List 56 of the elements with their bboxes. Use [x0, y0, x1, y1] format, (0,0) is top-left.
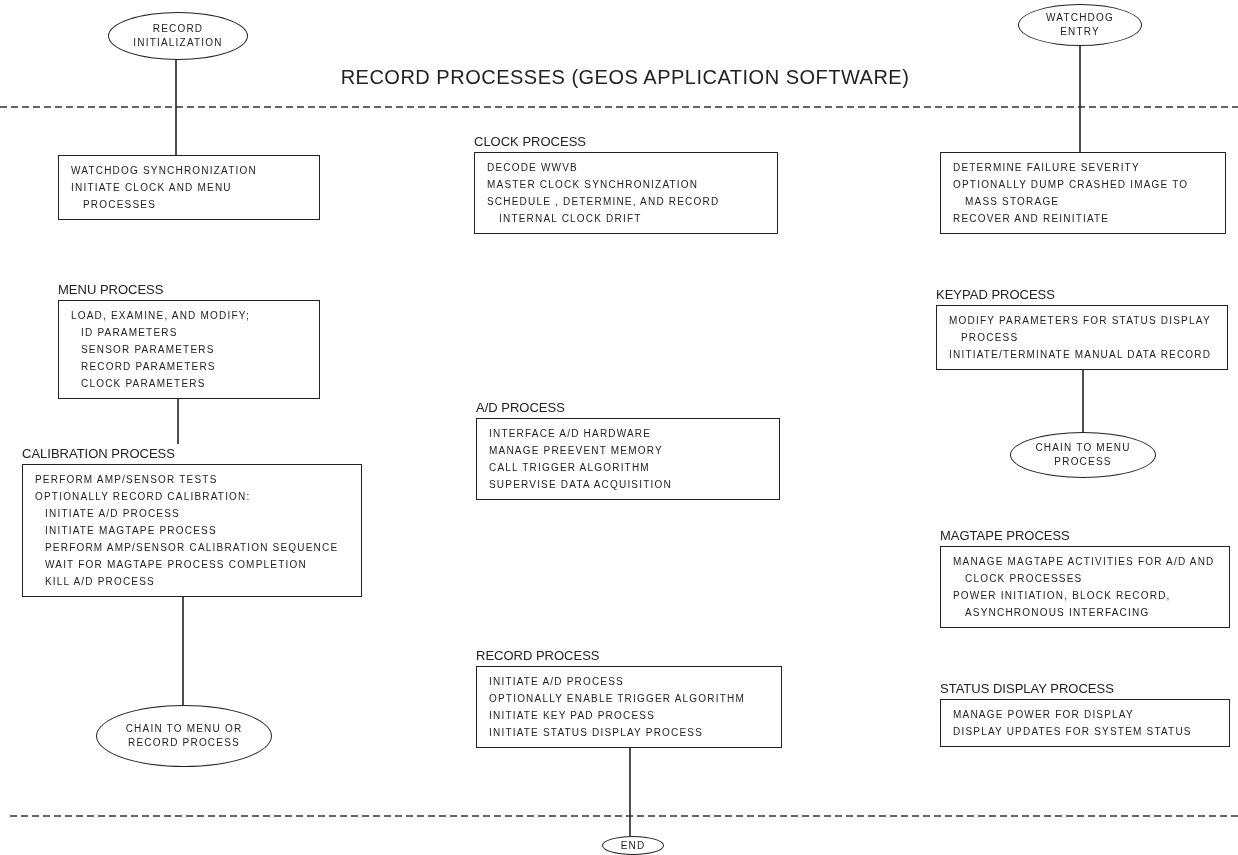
process-box [58, 155, 320, 220]
diagram-title: RECORD PROCESSES (GEOS APPLICATION SOFTWARE) [339, 65, 911, 90]
process-step-text: INITIATE/TERMINATE MANUAL DATA RECORD [949, 348, 1213, 362]
process-step-text: MANAGE MAGTAPE ACTIVITIES FOR A/D AND CLOCK PROCESSES [953, 555, 1216, 586]
process-step-text: SCHEDULE , DETERMINE, AND RECORD INTERNAL CLOCK DRIFT [487, 195, 721, 226]
process-step-text: ID PARAMETERS [81, 326, 179, 340]
process-step-text: RECORD PARAMETERS [81, 360, 217, 374]
process-heading: MAGTAPE PROCESS [940, 527, 1071, 545]
process-step-text: KILL A/D PROCESS [45, 575, 156, 589]
process-heading: KEYPAD PROCESS [936, 286, 1056, 304]
process-step-text: WAIT FOR MAGTAPE PROCESS COMPLETION [45, 558, 308, 572]
process-step-text: OPTIONALLY RECORD CALIBRATION: [35, 490, 252, 504]
process-step-text: DETERMINE FAILURE SEVERITY [953, 161, 1141, 175]
process-step-text: SUPERVISE DATA ACQUISITION [489, 478, 673, 492]
process-step-text: DECODE WWVB [487, 161, 579, 175]
process-step-text: INTERFACE A/D HARDWARE [489, 427, 653, 441]
connector-line [629, 747, 631, 837]
process-heading: MENU PROCESS [58, 281, 165, 299]
process-step-text: CALL TRIGGER ALGORITHM [489, 461, 651, 475]
process-step-text: PERFORM AMP/SENSOR TESTS [35, 473, 219, 487]
process-step-text: INITIATE MAGTAPE PROCESS [45, 524, 218, 538]
process-step-text: CLOCK PARAMETERS [81, 377, 207, 391]
process-step-text: MANAGE POWER FOR DISPLAY [953, 708, 1135, 722]
connector-line [175, 59, 177, 156]
process-step-text: LOAD, EXAMINE, AND MODIFY; [71, 309, 251, 323]
process-step-text: MANAGE PREEVENT MEMORY [489, 444, 664, 458]
terminal-oval: CHAIN TO MENU PROCESS [1010, 432, 1156, 478]
process-step-text: INITIATE KEY PAD PROCESS [489, 709, 657, 723]
process-heading: RECORD PROCESS [476, 647, 601, 665]
terminal-oval: END [602, 836, 664, 855]
process-step-text: POWER INITIATION, BLOCK RECORD, ASYNCHRONOUS INTERFACING [953, 589, 1172, 620]
process-step-text: SENSOR PARAMETERS [81, 343, 216, 357]
process-step-text: OPTIONALLY DUMP CRASHED IMAGE TO MASS STORAGE [953, 178, 1190, 209]
connector-line [177, 398, 179, 445]
process-step-text: INITIATE STATUS DISPLAY PROCESS [489, 726, 705, 740]
terminal-oval: CHAIN TO MENU OR RECORD PROCESS [96, 705, 272, 767]
process-heading: STATUS DISPLAY PROCESS [940, 680, 1115, 698]
process-step-text: PERFORM AMP/SENSOR CALIBRATION SEQUENCE [45, 541, 340, 555]
process-step-text: DISPLAY UPDATES FOR SYSTEM STATUS [953, 725, 1193, 739]
process-step-text: INITIATE A/D PROCESS [45, 507, 181, 521]
process-step-text: INITIATE A/D PROCESS [489, 675, 625, 689]
process-step-text: RECOVER AND REINITIATE [953, 212, 1111, 226]
connector-line [1082, 369, 1084, 433]
process-heading: A/D PROCESS [476, 399, 566, 417]
process-step-text: OPTIONALLY ENABLE TRIGGER ALGORITHM [489, 692, 746, 706]
process-heading: CLOCK PROCESS [474, 133, 587, 151]
terminal-oval: RECORD INITIALIZATION [108, 12, 248, 60]
process-step-text: INITIATE CLOCK AND MENU PROCESSES [71, 181, 233, 212]
connector-line [182, 596, 184, 706]
process-step-text: MASTER CLOCK SYNCHRONIZATION [487, 178, 700, 192]
process-step-text: WATCHDOG SYNCHRONIZATION [71, 164, 258, 178]
terminal-oval: WATCHDOG ENTRY [1018, 4, 1142, 46]
process-heading: CALIBRATION PROCESS [22, 445, 176, 463]
connector-line [1079, 45, 1081, 153]
process-step-text: MODIFY PARAMETERS FOR STATUS DISPLAY PROCESS [949, 314, 1212, 345]
process-box [940, 152, 1226, 234]
